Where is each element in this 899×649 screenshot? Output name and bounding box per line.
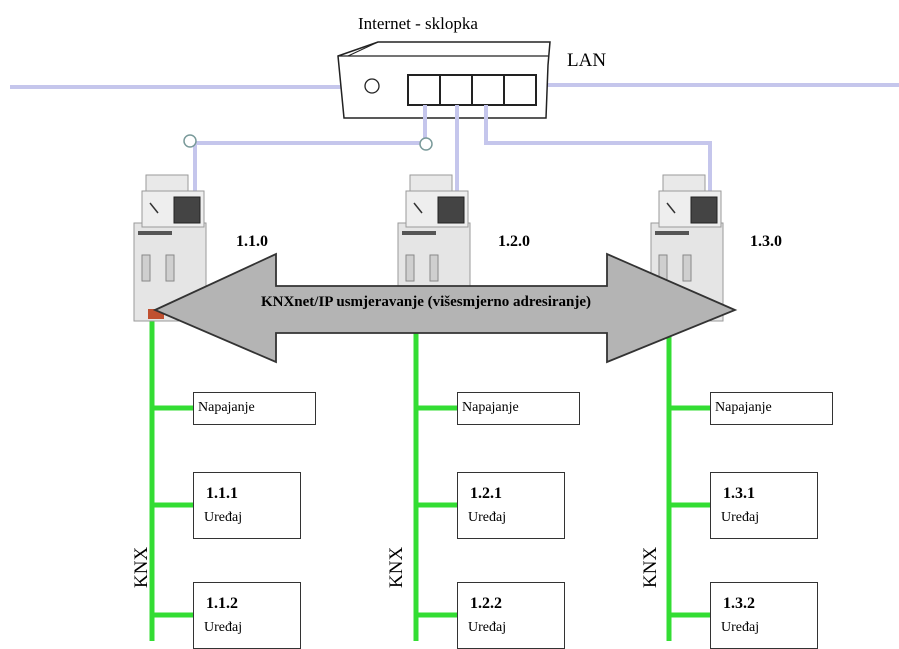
network-switch [337, 41, 551, 119]
device-name: Uređaj [204, 510, 243, 525]
patch-cables [190, 105, 712, 225]
device-name: Uređaj [721, 510, 760, 525]
cable-joint-right [419, 137, 433, 151]
device-address: 1.1.2 [206, 595, 238, 612]
power-supply-box: Napajanje [193, 392, 316, 425]
device-name: Uređaj [468, 510, 507, 525]
switch-port-1 [407, 74, 441, 106]
power-supply-box: Napajanje [710, 392, 833, 425]
switch-title: Internet - sklopka [358, 14, 478, 33]
power-supply-label: Napajanje [715, 400, 772, 415]
device-address: 1.2.2 [470, 595, 502, 612]
knx-ip-routing-arrow [152, 252, 738, 364]
power-supply-box: Napajanje [457, 392, 580, 425]
coupler-address-1: 1.1.0 [236, 233, 268, 250]
lan-label: LAN [567, 50, 607, 71]
knx-bus-label-3: KNX [640, 546, 661, 588]
device-name: Uređaj [204, 620, 243, 635]
knx-bus-lines [149, 318, 710, 641]
device-address: 1.3.2 [723, 595, 755, 612]
device-address: 1.2.1 [470, 485, 502, 502]
knx-bus-label-1: KNX [131, 546, 152, 588]
device-name: Uređaj [721, 620, 760, 635]
device-address: 1.3.1 [723, 485, 755, 502]
switch-power-led [364, 78, 380, 94]
knx-bus-label-2: KNX [386, 546, 407, 588]
line-coupler-1.1.0 [133, 174, 207, 322]
switch-port-2 [439, 74, 473, 106]
switch-port-3 [471, 74, 505, 106]
device-name: Uređaj [468, 620, 507, 635]
power-supply-label: Napajanje [462, 400, 519, 415]
switch-port-4 [503, 74, 537, 106]
coupler-address-3: 1.3.0 [750, 233, 782, 250]
cable-joint-left [183, 134, 197, 148]
coupler-address-2: 1.2.0 [498, 233, 530, 250]
device-address: 1.1.1 [206, 485, 238, 502]
routing-label: KNXnet/IP usmjeravanje (višesmjerno adre… [260, 294, 592, 310]
power-supply-label: Napajanje [198, 400, 255, 415]
